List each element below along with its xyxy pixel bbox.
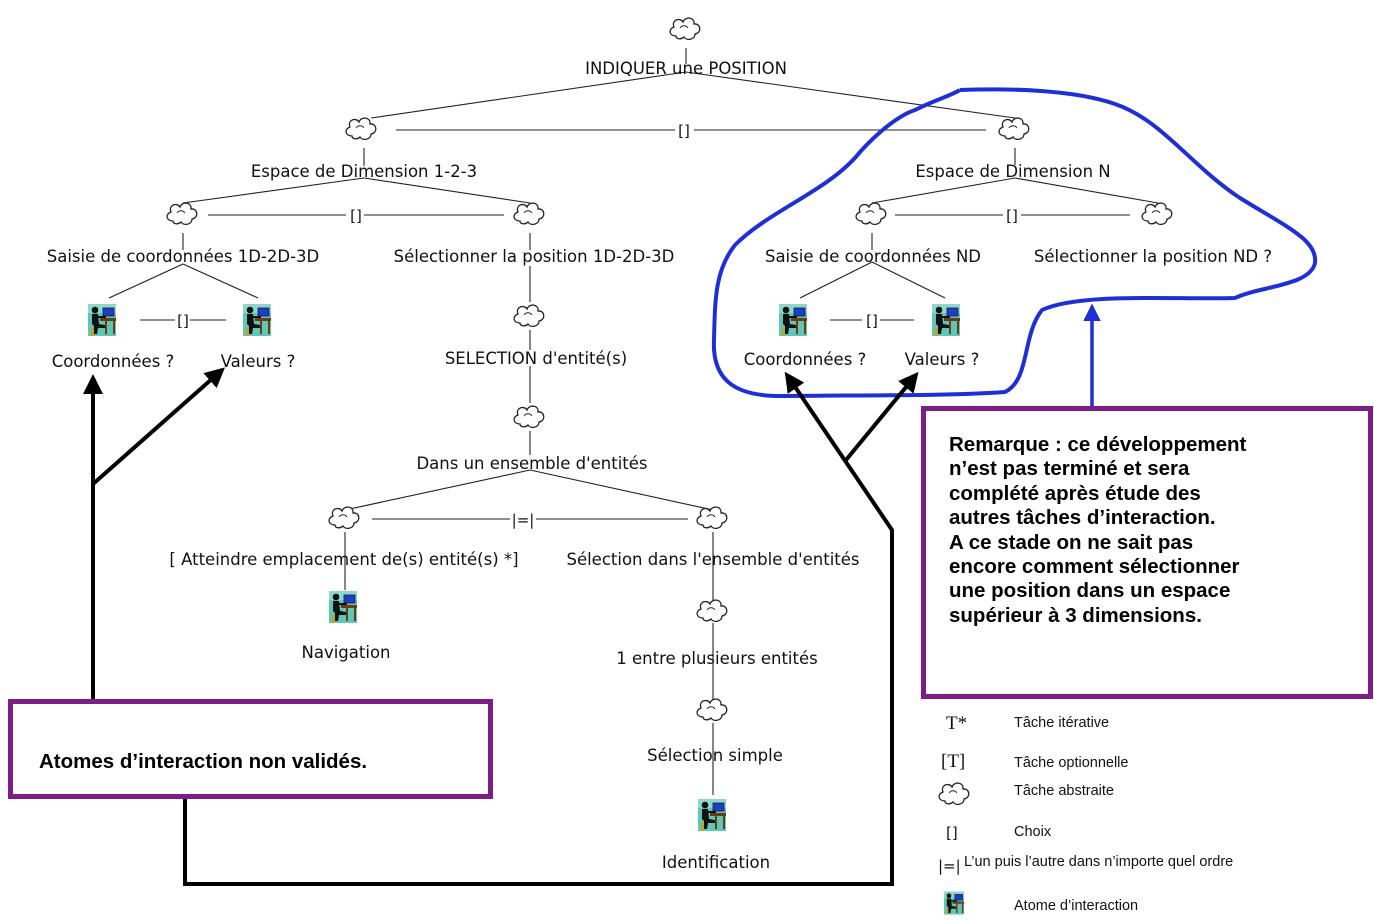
label-simple: Sélection simple	[647, 746, 783, 765]
cloud-icon-atteindre	[328, 506, 360, 530]
legend-order-symbol: |=|	[938, 857, 961, 875]
label-identification: Identification	[662, 853, 770, 872]
label-valeurs-n: Valeurs ?	[905, 350, 980, 369]
label-valeurs: Valeurs ?	[221, 352, 296, 371]
cloud-icon-root	[669, 17, 701, 41]
choice-op-level1: []	[678, 122, 690, 140]
cloud-icon-selectn	[1141, 202, 1173, 226]
legend: T* Tâche itérative [T] Tâche optionnelle…	[938, 713, 1233, 915]
label-coord-n: Coordonnées ?	[744, 350, 867, 369]
atom-icon-valeurs-n	[931, 303, 961, 337]
cloud-icon-select123	[513, 202, 545, 226]
operators: [] [] [] [] [] |=|	[177, 122, 1018, 529]
cloud-icon-saisie123	[166, 202, 198, 226]
choice-op-atoms-n: []	[866, 312, 878, 330]
label-coord: Coordonnées ?	[52, 352, 175, 371]
cloud-icon-dim123	[345, 117, 377, 141]
order-op: |=|	[512, 511, 535, 529]
choice-op-123: []	[350, 207, 362, 225]
node-labels: INDIQUER une POSITION Espace de Dimensio…	[47, 59, 1272, 872]
label-saisien: Saisie de coordonnées ND	[765, 247, 981, 266]
legend-abstract-label: Tâche abstraite	[1014, 783, 1114, 799]
legend-atom-icon	[943, 891, 965, 915]
cloud-icon-selection	[513, 304, 545, 328]
label-dimn: Espace de Dimension N	[915, 162, 1110, 181]
label-root: INDIQUER une POSITION	[585, 59, 787, 78]
choice-op-n: []	[1006, 207, 1018, 225]
remark-note-box: Remarque : ce développement n’est pas te…	[921, 406, 1373, 699]
legend-choice-symbol: []	[946, 824, 958, 842]
atoms-not-validated-box: Atomes d’interaction non validés.	[8, 699, 493, 799]
atoms-arrows	[83, 367, 919, 886]
legend-iterative-symbol: T*	[946, 713, 967, 734]
choice-op-atoms: []	[177, 312, 189, 330]
atom-icon-valeurs	[242, 303, 272, 337]
cloud-icon-simple	[696, 698, 728, 722]
label-ensemble: Dans un ensemble d'entités	[416, 454, 647, 473]
legend-atom-label: Atome d’interaction	[1014, 898, 1138, 914]
atom-icon-navigation	[328, 590, 358, 624]
legend-optional-symbol: [T]	[941, 751, 965, 772]
cloud-icon-dimn	[998, 117, 1030, 141]
label-saisie123: Saisie de coordonnées 1D-2D-3D	[47, 247, 320, 266]
legend-optional-label: Tâche optionnelle	[1014, 755, 1128, 771]
label-un-entre: 1 entre plusieurs entités	[616, 649, 817, 668]
legend-cloud-icon	[938, 782, 970, 806]
atom-icon-coord	[87, 303, 117, 337]
atom-icon-identification	[697, 798, 727, 832]
cloud-icon-saisien	[855, 202, 887, 226]
tree-edges	[108, 48, 1159, 795]
highlight-outline	[711, 87, 1318, 398]
legend-iterative-label: Tâche itérative	[1014, 715, 1109, 731]
label-dim123: Espace de Dimension 1-2-3	[251, 162, 477, 181]
cloud-icon-un-entre	[696, 599, 728, 623]
label-select123: Sélectionner la position 1D-2D-3D	[394, 247, 675, 266]
label-selectn: Sélectionner la position ND ?	[1034, 247, 1272, 266]
label-sel-ensemble: Sélection dans l'ensemble d'entités	[566, 550, 859, 569]
cloud-icon-sel-ensemble	[696, 506, 728, 530]
cloud-icon-ensemble	[513, 405, 545, 429]
label-selection: SELECTION d'entité(s)	[445, 349, 627, 368]
label-atteindre: [ Atteindre emplacement de(s) entité(s) …	[169, 550, 518, 569]
legend-order-label: L’un puis l’autre dans n’importe quel or…	[964, 854, 1233, 870]
atom-icon-coord-n	[778, 303, 808, 337]
legend-choice-label: Choix	[1014, 824, 1052, 840]
label-navigation: Navigation	[302, 643, 391, 662]
